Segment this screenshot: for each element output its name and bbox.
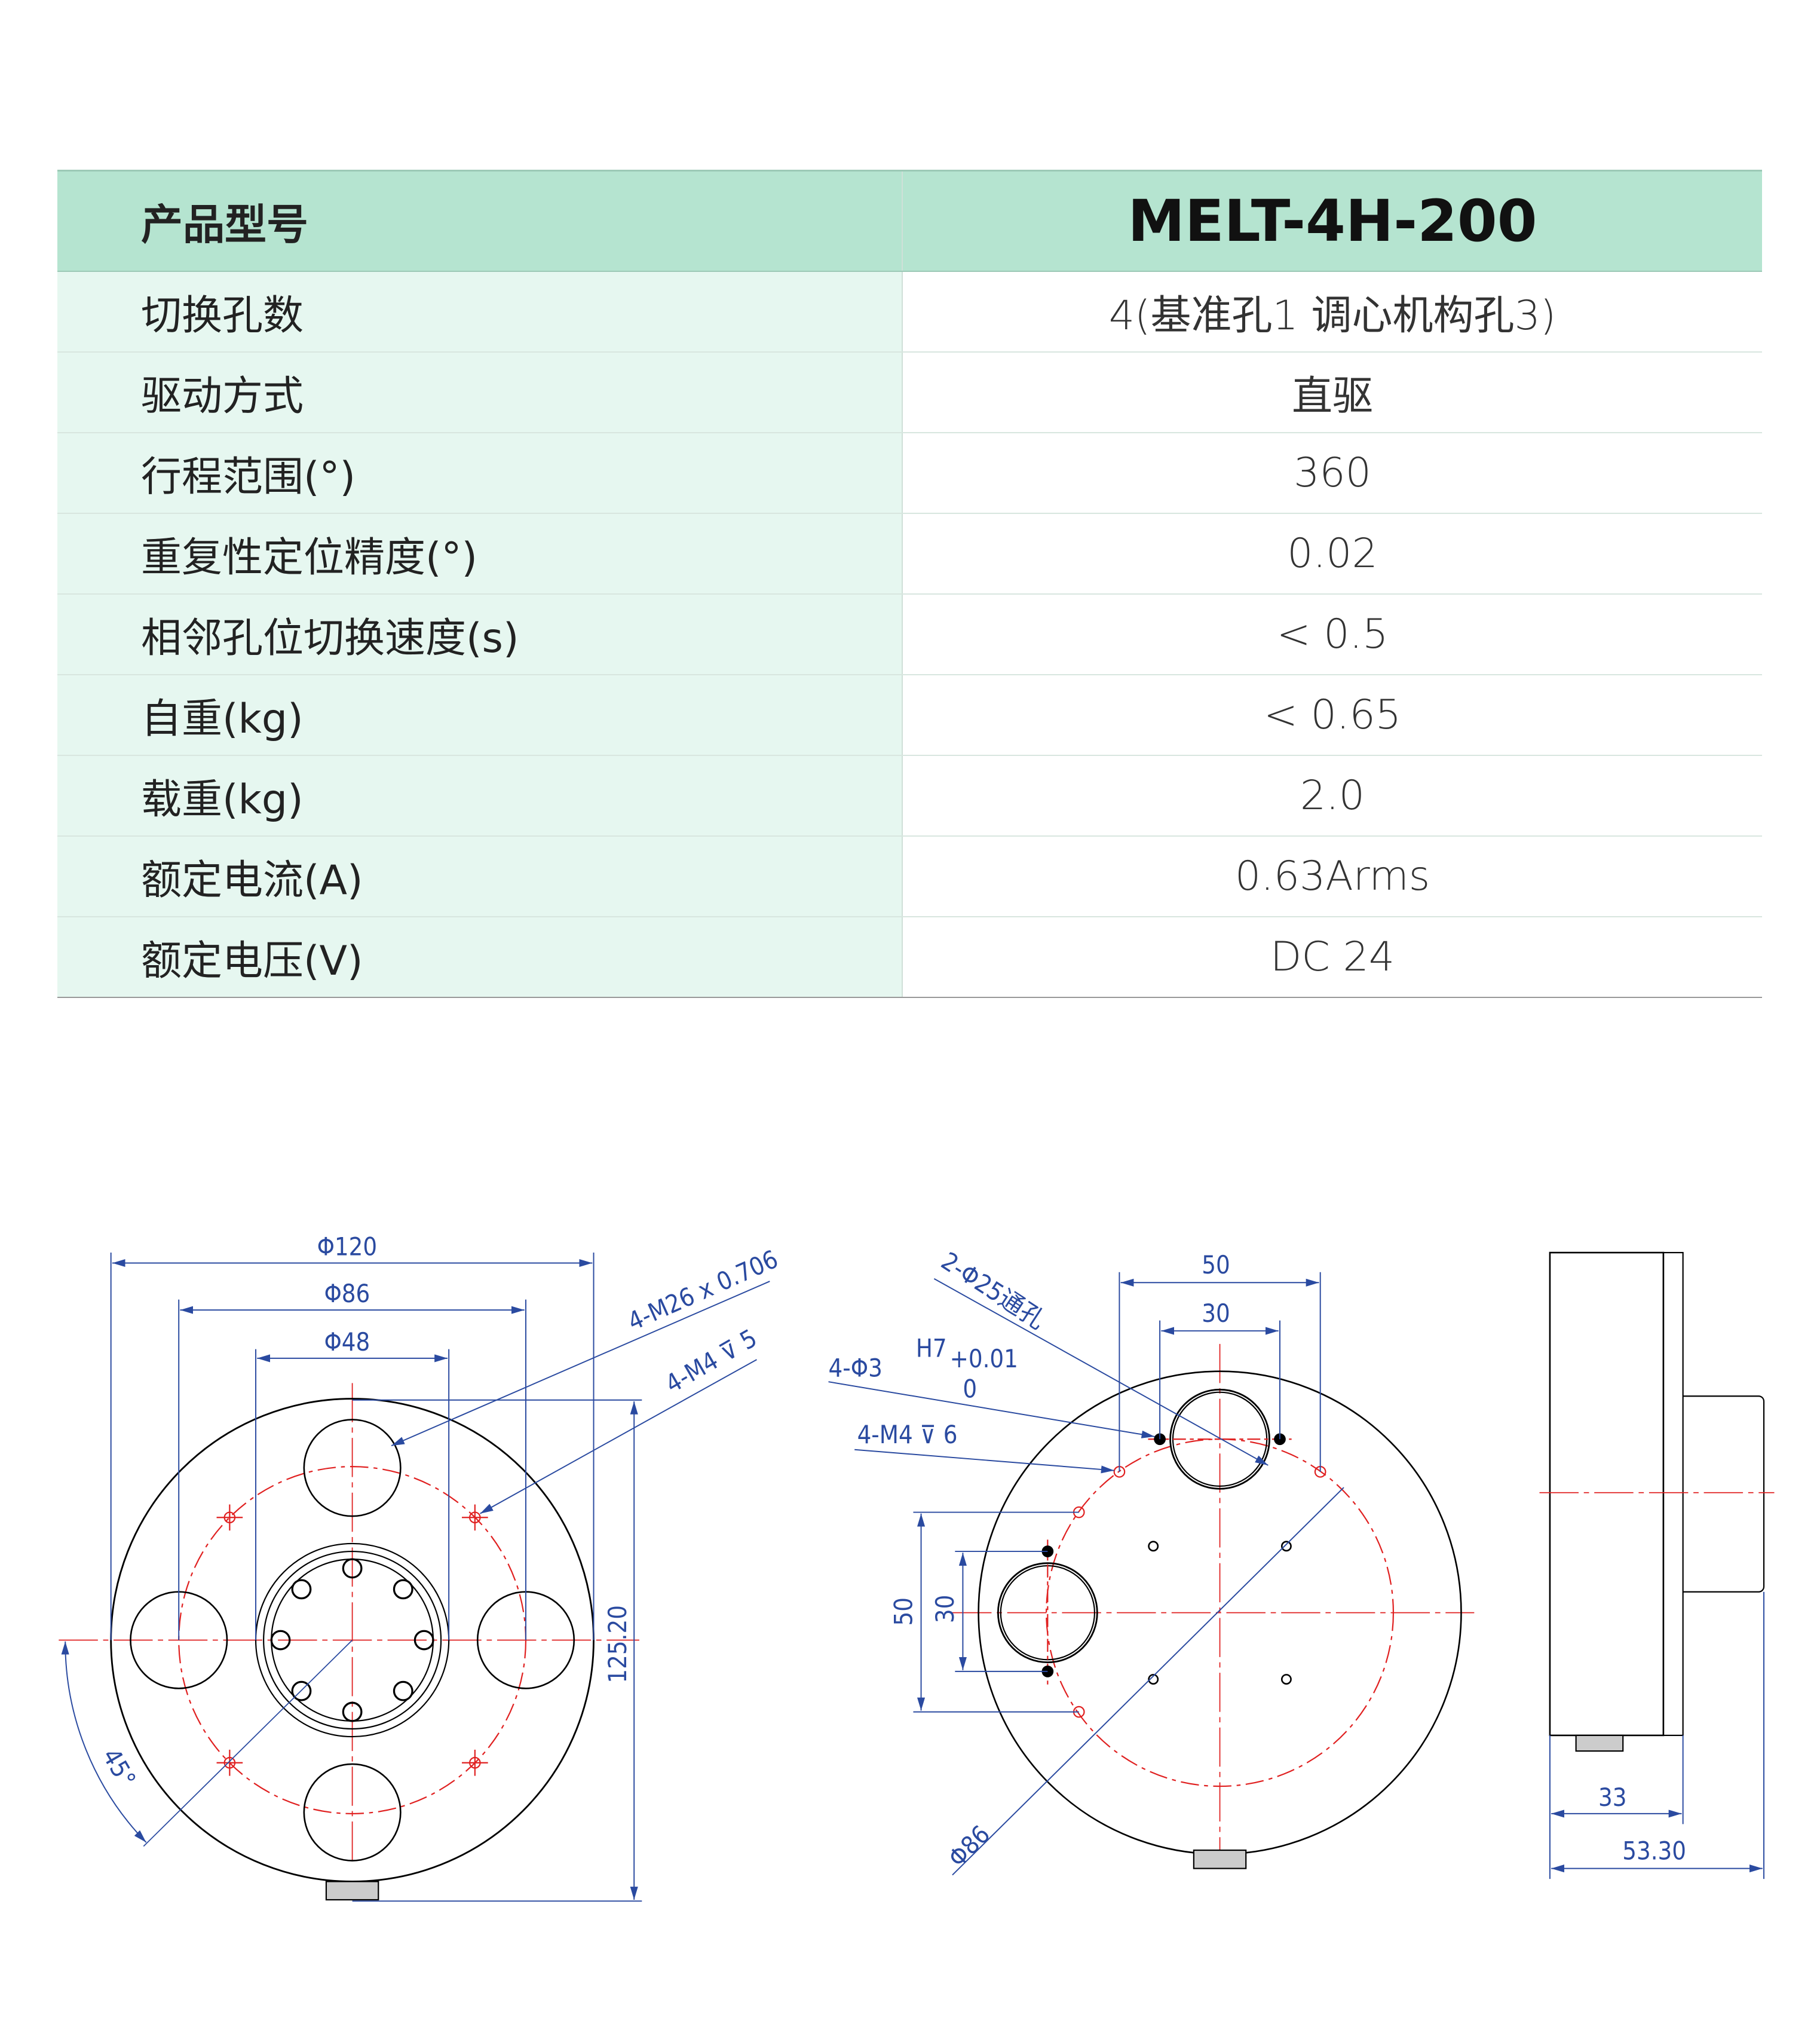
table-header-row: 产品型号 MELT-4H-200 xyxy=(57,170,1762,272)
dim-m4-back: 4-M4 ⊽ 6 xyxy=(857,1420,958,1449)
dim-h30: 30 xyxy=(930,1595,960,1623)
table-row: 重复性定位精度(°)0.02 xyxy=(57,513,1762,595)
row-value: 0.63Arms xyxy=(902,836,1762,917)
dim-thread: 4-M26 x 0.706 xyxy=(623,1244,782,1336)
row-value: < 0.5 xyxy=(902,594,1762,675)
table-row: 额定电流(A)0.63Arms xyxy=(57,836,1762,917)
dim-holes: 2-Φ25通孔 xyxy=(936,1246,1051,1334)
row-label: 自重(kg) xyxy=(57,675,903,756)
row-label: 切换孔数 xyxy=(57,271,903,353)
side-view xyxy=(1539,1251,1775,1879)
dim-w30: 30 xyxy=(1202,1299,1230,1328)
row-label: 重复性定位精度(°) xyxy=(57,513,903,595)
row-label: 额定电压(V) xyxy=(57,917,903,998)
row-value: 4(基准孔1 调心机构孔3) xyxy=(902,271,1762,353)
row-value: < 0.65 xyxy=(902,675,1762,756)
model-name: MELT-4H-200 xyxy=(902,170,1762,272)
row-value: DC 24 xyxy=(902,917,1762,998)
dim-tol-upper: +0.01 xyxy=(950,1344,1018,1373)
row-value: 直驱 xyxy=(902,352,1762,433)
dim-33: 33 xyxy=(1598,1783,1626,1812)
table-row: 自重(kg)< 0.65 xyxy=(57,675,1762,756)
dim-d86: Φ86 xyxy=(324,1279,370,1308)
row-value: 2.0 xyxy=(902,755,1762,837)
header-label: 产品型号 xyxy=(57,170,903,272)
row-label: 相邻孔位切换速度(s) xyxy=(57,594,903,675)
dim-pins: 4-Φ3 xyxy=(829,1353,883,1382)
dim-fit: H7 xyxy=(916,1334,947,1363)
dim-53: 53.30 xyxy=(1622,1836,1686,1865)
row-value: 0.02 xyxy=(902,513,1762,595)
dim-m4-front: 4-M4 ⊽ 5 xyxy=(660,1323,762,1398)
row-label: 载重(kg) xyxy=(57,755,903,837)
back-view xyxy=(828,1272,1475,1876)
dim-h50: 50 xyxy=(888,1597,918,1625)
row-label: 行程范围(°) xyxy=(57,433,903,514)
dim-tol-lower: 0 xyxy=(963,1374,977,1403)
row-value: 360 xyxy=(902,433,1762,514)
table-row: 额定电压(V)DC 24 xyxy=(57,917,1762,998)
table-row: 驱动方式直驱 xyxy=(57,352,1762,433)
dim-height: 125.20 xyxy=(603,1605,632,1683)
dim-d120: Φ120 xyxy=(317,1232,378,1261)
row-label: 驱动方式 xyxy=(57,352,903,433)
table-row: 相邻孔位切换速度(s)< 0.5 xyxy=(57,594,1762,675)
dim-w50: 50 xyxy=(1202,1250,1230,1279)
dim-d86-back: Φ86 xyxy=(942,1820,995,1873)
table-row: 载重(kg)2.0 xyxy=(57,755,1762,837)
dim-d48: Φ48 xyxy=(324,1327,370,1357)
table-row: 行程范围(°)360 xyxy=(57,433,1762,514)
row-label: 额定电流(A) xyxy=(57,836,903,917)
front-view xyxy=(59,1253,770,1902)
